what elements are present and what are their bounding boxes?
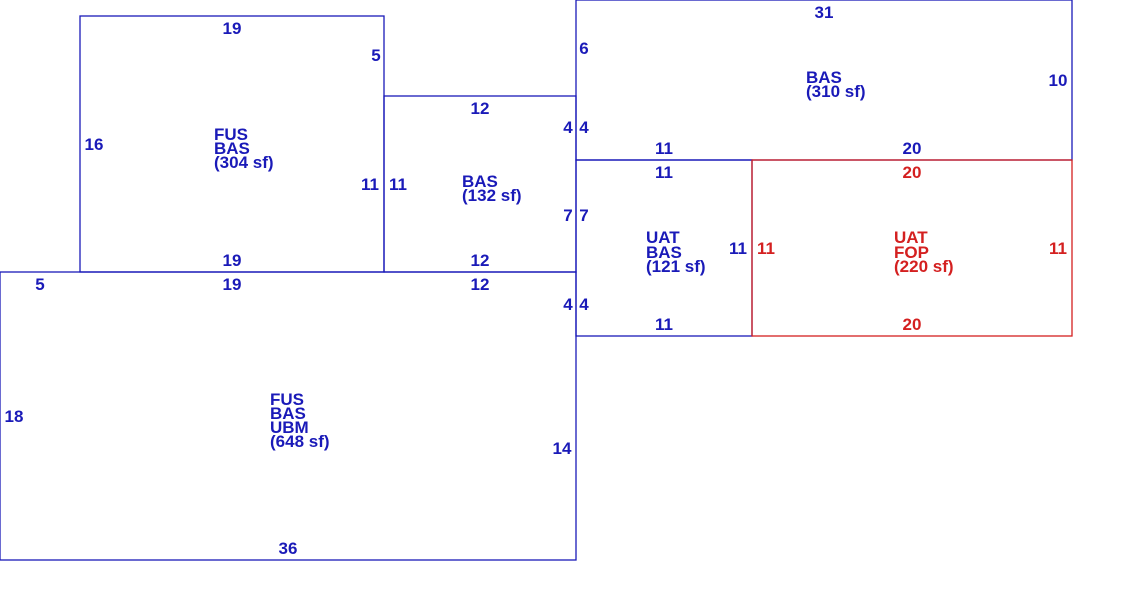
dimension-label: 11: [1049, 239, 1067, 258]
area-code-porch-2: FOP: [894, 243, 929, 262]
area-code-top-right-1: BAS: [806, 68, 842, 87]
dimension-label: 19: [223, 251, 242, 270]
dimension-label: 20: [903, 139, 922, 158]
dimension-label: 11: [757, 239, 775, 258]
dimension-label: 5: [371, 46, 380, 65]
dimension-label: 4: [579, 295, 589, 314]
dimension-label: 7: [563, 206, 572, 225]
dimension-labels: 19 5 16 11 19 12 4 11 7 12 31 6 10 4 11 …: [5, 3, 1068, 558]
area-size-middle: (132 sf): [462, 186, 522, 205]
area-code-middle-1: BAS: [462, 172, 498, 191]
outline-lower[interactable]: [0, 271, 577, 561]
area-size-lower: (648 sf): [270, 432, 330, 451]
dimension-label: 11: [655, 315, 673, 334]
area-size-porch: (220 sf): [894, 257, 954, 276]
area-code-lower-3: UBM: [270, 418, 309, 437]
area-code-upper-left-1: FUS: [214, 125, 248, 144]
dimension-label: 31: [815, 3, 834, 22]
dimension-label: 11: [655, 163, 673, 182]
area-code-upper-left-2: BAS: [214, 139, 250, 158]
area-code-lower-1: FUS: [270, 390, 304, 409]
area-size-upper-left: (304 sf): [214, 153, 274, 172]
dimension-label: 11: [361, 175, 379, 194]
dimension-label: 19: [223, 19, 242, 38]
dimension-label: 16: [85, 135, 104, 154]
dimension-label: 6: [579, 39, 588, 58]
dimension-label: 11: [655, 139, 673, 158]
dimension-label: 4: [563, 295, 573, 314]
area-size-center-right: (121 sf): [646, 257, 706, 276]
area-labels: FUS BAS (304 sf) BAS (132 sf) BAS (310 s…: [214, 68, 954, 451]
dimension-label: 10: [1049, 71, 1068, 90]
dimension-label: 11: [389, 175, 407, 194]
dimension-label: 12: [471, 251, 490, 270]
dimension-label: 11: [729, 239, 747, 258]
area-size-top-right: (310 sf): [806, 82, 866, 101]
dimension-label: 20: [903, 315, 922, 334]
dimension-label: 7: [579, 206, 588, 225]
dimension-label: 12: [471, 99, 490, 118]
dimension-label: 5: [35, 275, 44, 294]
area-code-center-right-2: BAS: [646, 243, 682, 262]
dimension-label: 20: [903, 163, 922, 182]
outline-porch[interactable]: [751, 159, 1073, 337]
area-code-porch-1: UAT: [894, 228, 928, 247]
area-code-center-right-1: UAT: [646, 228, 680, 247]
dimension-label: 19: [223, 275, 242, 294]
dimension-label: 14: [553, 439, 572, 458]
dimension-label: 4: [563, 118, 573, 137]
dimension-label: 36: [279, 539, 298, 558]
dimension-label: 18: [5, 407, 24, 426]
dimension-label: 4: [579, 118, 589, 137]
dimension-label: 12: [471, 275, 490, 294]
area-code-lower-2: BAS: [270, 404, 306, 423]
area-outlines: [0, 0, 1073, 561]
